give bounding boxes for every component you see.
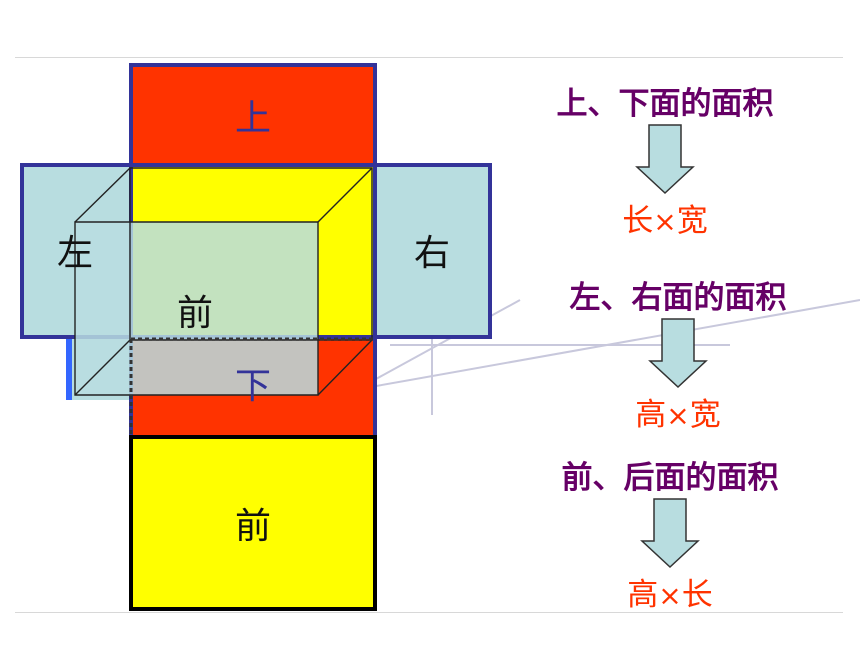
front-face-label: 前 xyxy=(177,293,213,334)
left-face-label: 左 xyxy=(57,233,93,274)
factor-a: 长 xyxy=(622,203,654,239)
formula-left-right: 左、右面的面积 高×宽 xyxy=(518,272,838,434)
top-face xyxy=(129,63,377,167)
down-arrow-icon xyxy=(518,317,838,389)
formula-heading: 前、后面的面积 xyxy=(561,460,779,496)
formula-heading: 左、右面的面积 xyxy=(569,280,787,316)
formula-result: 高×长 xyxy=(510,569,830,614)
right-face-label: 右 xyxy=(414,233,450,274)
times-sign: × xyxy=(666,399,690,432)
cuboid-front-panel xyxy=(75,222,318,395)
factor-b: 宽 xyxy=(689,397,721,433)
times-sign: × xyxy=(658,579,682,612)
back-face-label: 前 xyxy=(235,506,271,547)
back-face xyxy=(129,435,377,611)
formula-heading: 上、下面的面积 xyxy=(556,86,774,122)
factor-b: 宽 xyxy=(676,203,708,239)
formula-top-bottom: 上、下面的面积 长×宽 xyxy=(505,78,825,240)
factor-a: 高 xyxy=(627,577,659,613)
formula-front-back: 前、后面的面积 高×长 xyxy=(510,452,830,614)
bottom-rule xyxy=(15,612,843,613)
factor-a: 高 xyxy=(635,397,667,433)
factor-b: 长 xyxy=(681,577,713,613)
formula-result: 高×宽 xyxy=(518,389,838,434)
down-arrow-icon xyxy=(505,123,825,195)
bottom-face-label: 下 xyxy=(235,366,271,407)
down-arrow-icon xyxy=(510,497,830,569)
top-rule xyxy=(15,57,843,58)
top-face-label: 上 xyxy=(235,98,271,139)
times-sign: × xyxy=(653,205,677,238)
formula-result: 长×宽 xyxy=(505,195,825,240)
